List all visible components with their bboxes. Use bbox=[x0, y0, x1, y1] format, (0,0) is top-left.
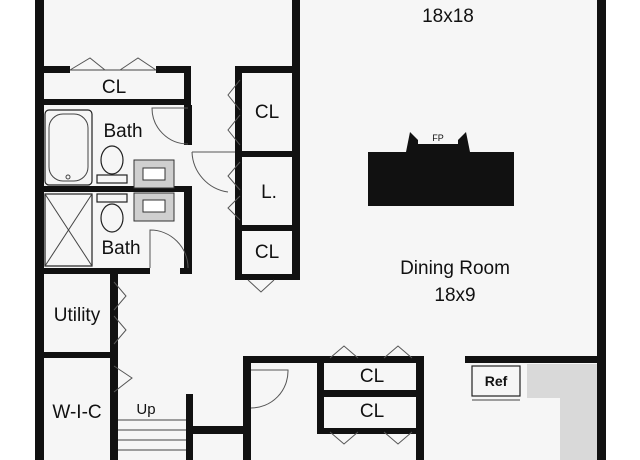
wic-door bbox=[113, 365, 133, 393]
wall-top-left-room bbox=[292, 0, 300, 66]
wall-utility-bottom bbox=[40, 352, 118, 358]
wall-closets-div-2 bbox=[235, 225, 300, 231]
dining-room-dimensions: 18x9 bbox=[434, 285, 475, 306]
closet-top-label: CL bbox=[102, 77, 126, 98]
wall-lower-cl-div bbox=[317, 390, 424, 397]
wall-cl-top-upper-r bbox=[156, 66, 190, 73]
sink-lower bbox=[142, 199, 166, 213]
utility-door bbox=[113, 281, 127, 311]
wall-closets-bottom bbox=[235, 274, 300, 280]
linen-door-b bbox=[227, 195, 241, 221]
sink-upper bbox=[142, 167, 166, 181]
wall-lower-room-left bbox=[243, 356, 251, 460]
bathtub-inner bbox=[48, 113, 89, 182]
closet-lower-2-label: CL bbox=[360, 401, 384, 422]
closet-right-1-label: CL bbox=[255, 102, 279, 123]
wall-left-outer bbox=[35, 0, 44, 460]
wall-bath-right-3 bbox=[184, 226, 192, 274]
dining-table bbox=[368, 152, 514, 206]
wall-lower-cl-right bbox=[416, 356, 424, 460]
bathtub bbox=[44, 109, 93, 186]
hall-door bbox=[191, 151, 235, 193]
wall-lower-cl-bottom bbox=[317, 428, 424, 434]
lower-room-door bbox=[250, 369, 289, 409]
shower-x-2 bbox=[44, 193, 93, 267]
toilet-upper-tank bbox=[96, 174, 128, 184]
toilet-lower bbox=[100, 203, 124, 233]
dining-room-name: Dining Room bbox=[400, 258, 510, 279]
wall-bath-right bbox=[184, 105, 192, 145]
closet-door-right-1b bbox=[227, 114, 241, 146]
wall-lower-room-top bbox=[243, 356, 423, 363]
closet-door-right-1 bbox=[227, 79, 241, 111]
wall-closets-div-1 bbox=[235, 151, 300, 157]
bathtub-drain bbox=[65, 174, 71, 180]
wall-cl-top-upper bbox=[40, 66, 70, 73]
shower bbox=[44, 193, 93, 267]
wall-cl-top-right bbox=[184, 66, 191, 105]
wall-bath-right-2 bbox=[184, 192, 192, 226]
fireplace-label-bg bbox=[418, 130, 458, 144]
utility-door-b bbox=[113, 315, 127, 345]
wall-wic-right bbox=[110, 358, 118, 460]
great-room-dimensions: 18x18 bbox=[422, 6, 474, 27]
wall-cl-top-lower bbox=[40, 99, 190, 105]
linen-label: L. bbox=[261, 182, 277, 203]
stair-treads bbox=[118, 419, 186, 451]
wall-stairs-right bbox=[186, 394, 193, 460]
wall-closets-left bbox=[235, 66, 242, 280]
bath-lower-label: Bath bbox=[101, 238, 140, 259]
closet-swing-top-a bbox=[69, 57, 106, 71]
lower-closet-door-2 bbox=[329, 431, 413, 445]
bath-upper-label: Bath bbox=[103, 121, 142, 142]
wall-kitchen-top bbox=[465, 356, 602, 363]
toilet-upper bbox=[100, 145, 124, 175]
wall-bath-divider bbox=[40, 186, 192, 192]
wall-right-outer bbox=[597, 0, 606, 460]
closet-right-2-label: CL bbox=[255, 242, 279, 263]
closet-door-right-2 bbox=[247, 279, 275, 293]
wall-closets-right bbox=[292, 66, 300, 280]
toilet-lower-tank bbox=[96, 193, 128, 203]
utility-label: Utility bbox=[54, 305, 101, 326]
wic-label: W-I-C bbox=[52, 402, 101, 423]
wall-bath-bottom bbox=[40, 268, 150, 274]
wall-closets-top bbox=[235, 66, 300, 73]
bath-door-upper bbox=[151, 107, 189, 145]
linen-door bbox=[227, 161, 241, 191]
fireplace-label: FP bbox=[432, 133, 444, 143]
lower-closet-door-1 bbox=[329, 345, 413, 359]
wall-utility-right bbox=[110, 274, 118, 354]
refrigerator-label: Ref bbox=[485, 373, 508, 389]
wall-lower-mid-top bbox=[193, 426, 247, 434]
refrigerator bbox=[471, 365, 521, 397]
closet-swing-top-b bbox=[119, 57, 157, 71]
closet-lower-1-label: CL bbox=[360, 366, 384, 387]
bath-door-lower bbox=[149, 229, 189, 269]
stairs-label: Up bbox=[136, 401, 155, 418]
kitchen-counter bbox=[527, 364, 598, 460]
